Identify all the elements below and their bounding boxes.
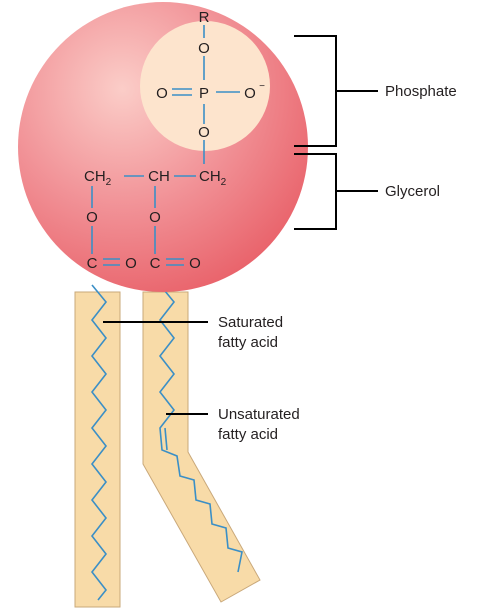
phosphorus-atom: P [199, 85, 209, 102]
glycerol-ch-center: CH [148, 168, 170, 185]
carbonyl-c-left: C [87, 255, 98, 272]
phosphate-label: Phosphate [385, 83, 457, 100]
saturated-chain [90, 284, 108, 601]
phosphate-o-bottom: O [198, 124, 210, 141]
saturated-label-line1: Saturated [218, 314, 283, 331]
bonds [91, 25, 240, 266]
carbonyl-o-right: O [189, 255, 201, 272]
unsaturated-label-line2: fatty acid [218, 426, 278, 443]
phosphate-group: R O O P O − O [156, 9, 265, 141]
phosphate-o-left: O [156, 85, 168, 102]
carbonyl-c-right: C [150, 255, 161, 272]
double-bond-line [164, 427, 168, 451]
unsaturated-chain [158, 284, 243, 573]
carbonyl-o-left: O [125, 255, 137, 272]
r-group-label: R [199, 9, 210, 26]
ester-o-right: O [149, 209, 161, 226]
glycerol-group: CH2 CH CH2 O O C O C O [84, 168, 227, 272]
glycerol-label: Glycerol [385, 183, 440, 200]
phosphate-o-right: O [244, 85, 256, 102]
glycerol-ch2-right: CH2 [199, 168, 227, 188]
unsaturated-label-line1: Unsaturated [218, 406, 300, 423]
phosphate-o-top: O [198, 40, 210, 57]
ester-o-left: O [86, 209, 98, 226]
phosphate-region [140, 21, 270, 151]
unsaturated-fatty-acid-tail [142, 284, 261, 603]
saturated-label-line2: fatty acid [218, 334, 278, 351]
glycerol-ch2-left: CH2 [84, 168, 112, 188]
negative-charge: − [259, 81, 265, 92]
saturated-fatty-acid-tail [74, 284, 121, 608]
annotation-lines [103, 35, 378, 415]
